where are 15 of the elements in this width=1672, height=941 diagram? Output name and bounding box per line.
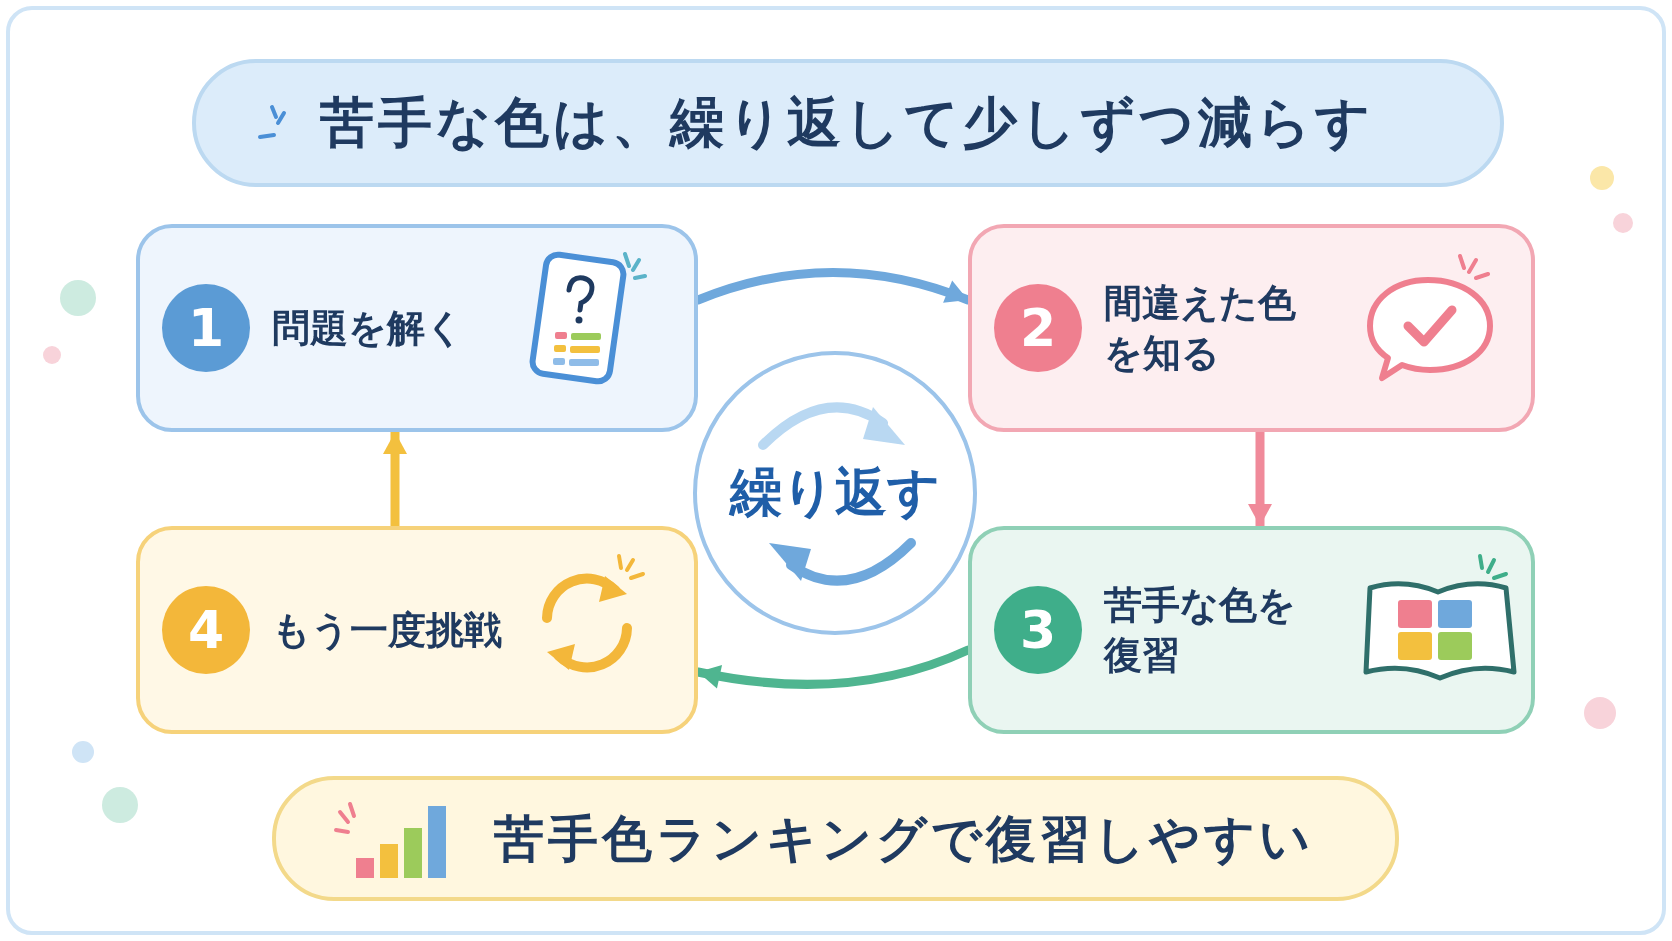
step-card bbox=[136, 224, 698, 432]
title-text: 苦手な色は、繰り返して少しずつ減らす bbox=[320, 89, 1374, 156]
number-badge: 4 bbox=[162, 586, 250, 674]
step-card bbox=[136, 526, 698, 734]
summary-text: 苦手色ランキングで復習しやすい bbox=[494, 808, 1314, 869]
number-badge: 2 bbox=[994, 284, 1082, 372]
step-label: 問題を解く bbox=[272, 305, 465, 352]
number-badge: 3 bbox=[994, 586, 1082, 674]
step-card bbox=[968, 526, 1535, 734]
step-label: 間違えた色を知る bbox=[1104, 280, 1297, 377]
cycle-label: 繰り返す bbox=[728, 461, 941, 524]
number-badge: 1 bbox=[162, 284, 250, 372]
step-label: もう一度挑戦 bbox=[272, 607, 503, 654]
step-card bbox=[968, 224, 1535, 432]
step-label: 苦手な色を復習 bbox=[1104, 582, 1297, 679]
